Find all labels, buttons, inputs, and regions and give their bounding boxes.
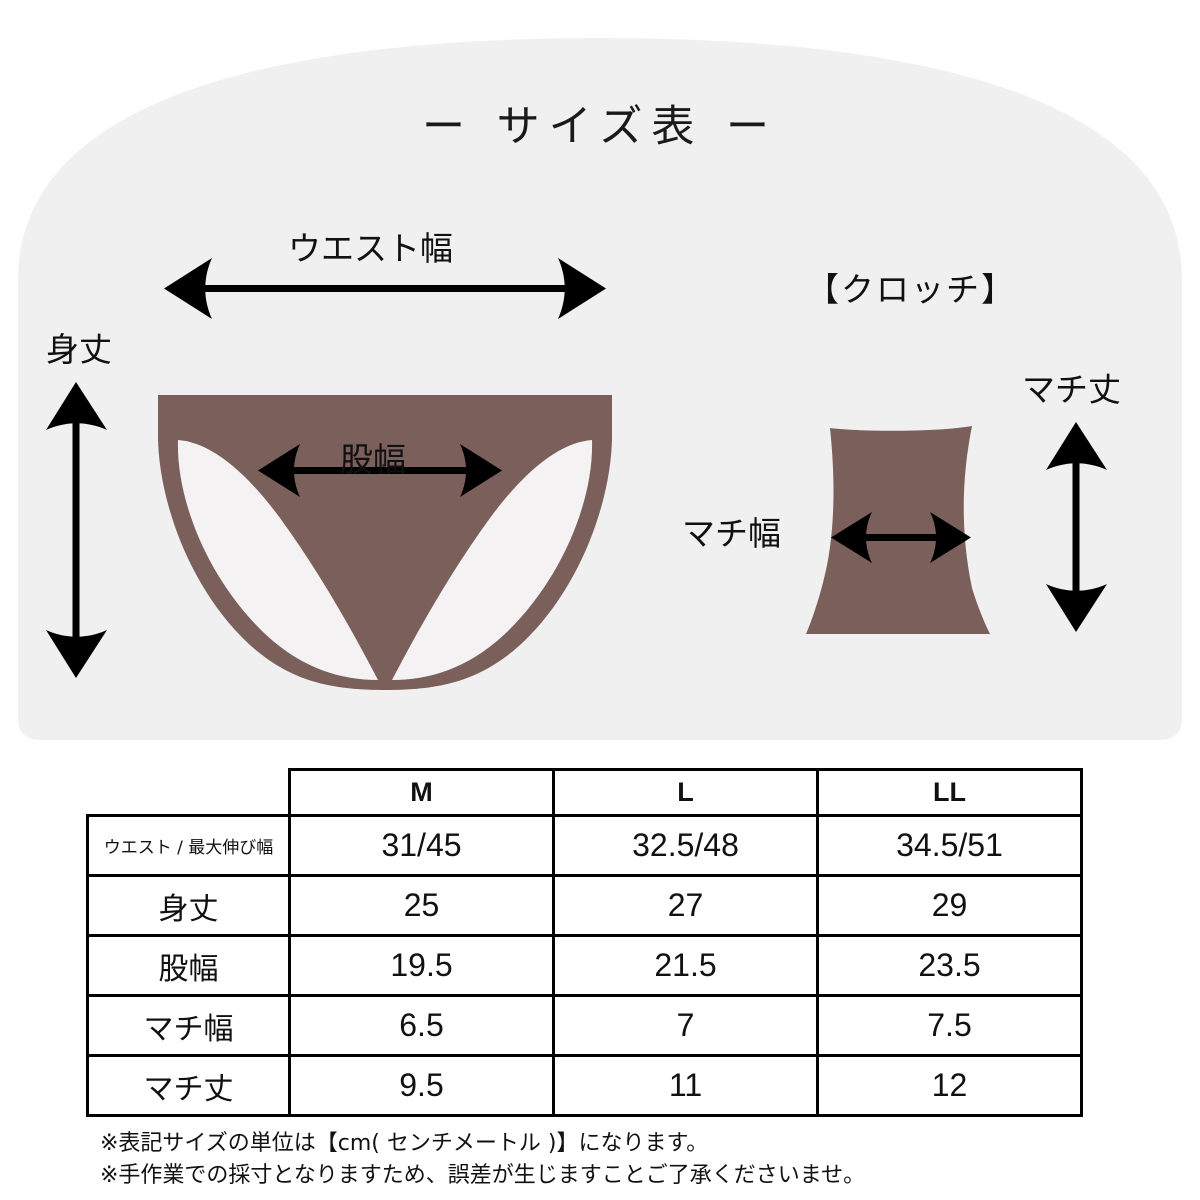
body-length-arrow [46, 382, 107, 678]
panty-waistband [158, 395, 612, 441]
diagram-canvas [18, 38, 1182, 740]
table-row: マチ幅 6.5 7 7.5 [86, 994, 1083, 1057]
label-gusset-length: マチ丈 [1022, 370, 1121, 409]
cell-crotch-width-m: 19.5 [288, 934, 555, 997]
cell-gusset-width-ll: 7.5 [816, 994, 1083, 1057]
label-gusset-width: マチ幅 [682, 514, 781, 553]
cell-gusset-length-m: 9.5 [288, 1054, 555, 1117]
crotch-illustration [806, 426, 990, 634]
waist-width-arrow [164, 258, 606, 319]
row-label-crotch-width: 股幅 [86, 934, 291, 997]
footnotes: ※表記サイズの単位は【cm( センチメートル )】になります。 ※手作業での採寸… [100, 1128, 1100, 1192]
table-header-row: M L LL [88, 768, 1083, 817]
row-label-waist: ウエスト / 最大伸び幅 [86, 814, 291, 877]
cell-waist-ll: 34.5/51 [816, 814, 1083, 877]
row-label-gusset-width: マチ幅 [86, 994, 291, 1057]
row-label-body-length: 身丈 [86, 874, 291, 937]
table-body: ウエスト / 最大伸び幅 31/45 32.5/48 34.5/51 身丈 25… [86, 814, 1083, 1117]
label-body-length: 身丈 [46, 330, 112, 369]
cell-gusset-length-l: 11 [552, 1054, 819, 1117]
leg-opening-left [177, 440, 378, 680]
row-label-gusset-length: マチ丈 [86, 1054, 291, 1117]
table-row: ウエスト / 最大伸び幅 31/45 32.5/48 34.5/51 [86, 814, 1083, 877]
cell-waist-l: 32.5/48 [552, 814, 819, 877]
label-crotch-title: 【クロッチ】 [806, 270, 1016, 309]
size-table: M L LL ウエスト / 最大伸び幅 31/45 32.5/48 34.5/5… [86, 768, 1083, 1117]
crotch-width-arrow [258, 444, 502, 497]
cell-body-length-l: 27 [552, 874, 819, 937]
footnote-unit: ※表記サイズの単位は【cm( センチメートル )】になります。 [100, 1131, 709, 1156]
column-header-ll: LL [816, 768, 1083, 817]
cell-body-length-ll: 29 [816, 874, 1083, 937]
cell-body-length-m: 25 [288, 874, 555, 937]
footnote-tolerance: ※手作業での採寸となりますため、誤差が生じますことご了承くださいませ。 [100, 1163, 866, 1188]
page-title: ー サイズ表 ー [421, 102, 779, 152]
column-header-m: M [288, 768, 555, 817]
cell-gusset-width-l: 7 [552, 994, 819, 1057]
illustration-panel: ー サイズ表 ー ウエスト幅 身丈 股幅 【クロッチ】 マチ幅 マチ丈 [0, 30, 1200, 742]
cell-waist-m: 31/45 [288, 814, 555, 877]
leg-opening-right [392, 440, 593, 680]
cell-crotch-width-l: 21.5 [552, 934, 819, 997]
label-waist-width: ウエスト幅 [288, 229, 453, 268]
table-corner-cell [88, 770, 290, 816]
crotch-shape [806, 426, 990, 634]
gusset-width-arrow [831, 512, 971, 563]
cell-crotch-width-ll: 23.5 [816, 934, 1083, 997]
table-row: 身丈 25 27 29 [86, 874, 1083, 937]
cell-gusset-length-ll: 12 [816, 1054, 1083, 1117]
table-row: マチ丈 9.5 11 12 [86, 1054, 1083, 1117]
size-table-container: M L LL ウエスト / 最大伸び幅 31/45 32.5/48 34.5/5… [86, 768, 1083, 1117]
cell-gusset-width-m: 6.5 [288, 994, 555, 1057]
table-row: 股幅 19.5 21.5 23.5 [86, 934, 1083, 997]
column-header-l: L [552, 768, 819, 817]
label-crotch-width: 股幅 [340, 440, 406, 479]
gusset-length-arrow [1046, 422, 1107, 632]
